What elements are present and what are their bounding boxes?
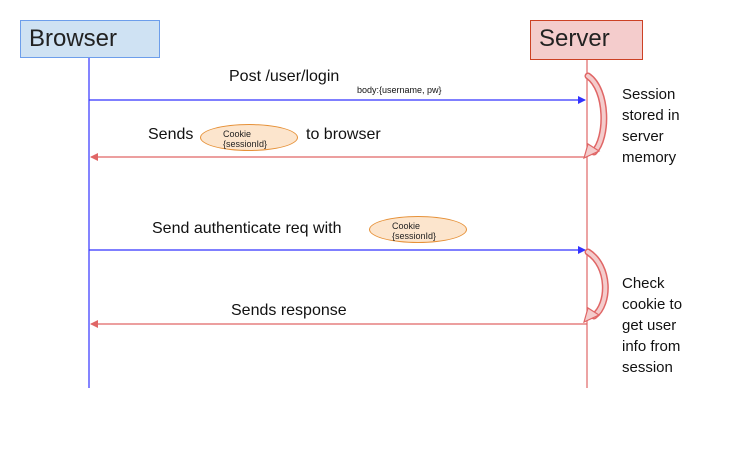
cookie-badge-value: {sessionId} xyxy=(392,231,437,241)
sends-label: Sends xyxy=(148,126,194,143)
to-browser-label: to browser xyxy=(306,126,381,143)
session-store-curve-arrow xyxy=(583,72,608,160)
cookie-badge-label: Cookie xyxy=(223,129,252,139)
response-message-label: Sends response xyxy=(231,302,347,319)
check-cookie-curve-arrow xyxy=(583,248,609,324)
login-body-label: body:{username, pw} xyxy=(357,85,442,95)
auth-request-label: Send authenticate req with xyxy=(152,220,342,237)
cookie-badge-label: Cookie xyxy=(392,221,421,231)
cookie-badge-1: Cookie {sessionId} xyxy=(200,124,298,151)
server-actor-box: Server xyxy=(530,20,643,60)
browser-actor-box: Browser xyxy=(20,20,160,58)
cookie-badge-2: Cookie {sessionId} xyxy=(369,216,467,243)
session-note: Session stored in server memory xyxy=(622,86,680,166)
cookie-badge-value: {sessionId} xyxy=(223,139,268,149)
login-message-label: Post /user/login xyxy=(229,68,340,85)
check-cookie-note: Check cookie to get user info from sessi… xyxy=(622,275,683,376)
